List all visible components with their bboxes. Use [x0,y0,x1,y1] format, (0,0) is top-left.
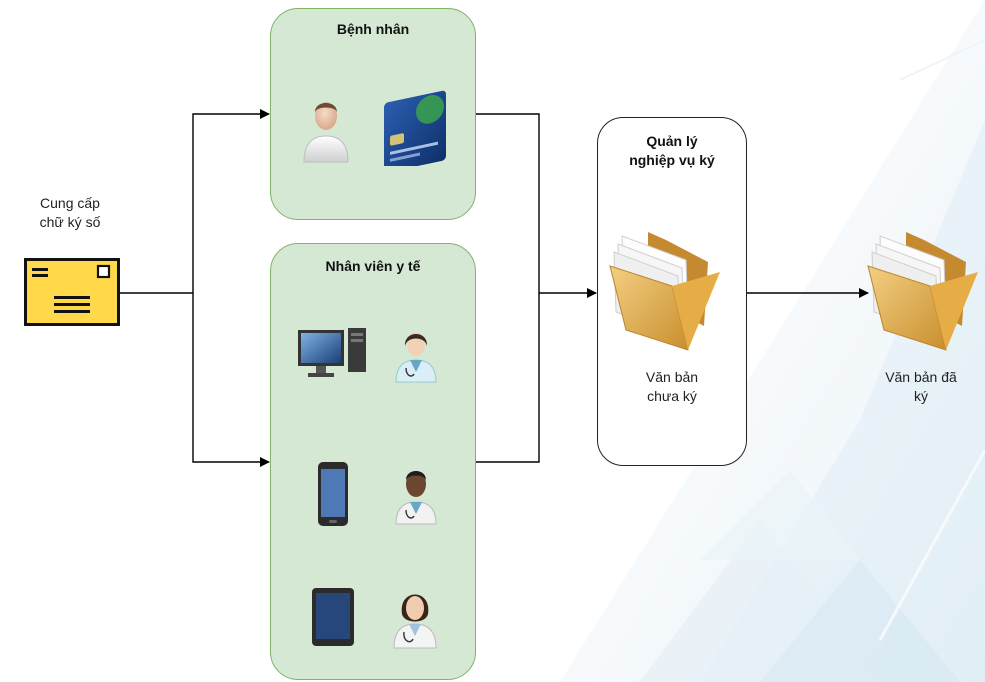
folder-documents-icon [609,232,720,351]
edge-to-patient [192,109,270,293]
unsigned-document-label: Văn bản chưa ký [645,369,699,404]
folder-documents-icon [867,232,978,351]
credit-card-icon [384,90,446,166]
edge-staff-merge [475,293,540,463]
signed-document-label: Văn bản đã ký [885,369,957,404]
male-doctor-icon [395,471,437,525]
female-doctor-icon [393,594,437,649]
edge-to-staff [192,293,270,467]
medical-staff-group: Nhân viên y tế [270,243,476,680]
patient-group-title: Bệnh nhân [336,21,410,37]
envelope-icon [24,258,120,326]
signing-manager-title: Quản lý nghiệp vụ ký [629,133,715,168]
tablet-icon [312,588,354,646]
provider-label: Cung cấp chữ ký số [39,195,101,230]
edge-patient-merge [475,113,540,293]
patient-avatar-icon [303,102,349,163]
mobile-phone-icon [318,462,348,526]
female-doctor-icon [395,332,437,383]
desktop-computer-icon [298,328,366,377]
medical-staff-group-title: Nhân viên y tế [325,258,421,274]
